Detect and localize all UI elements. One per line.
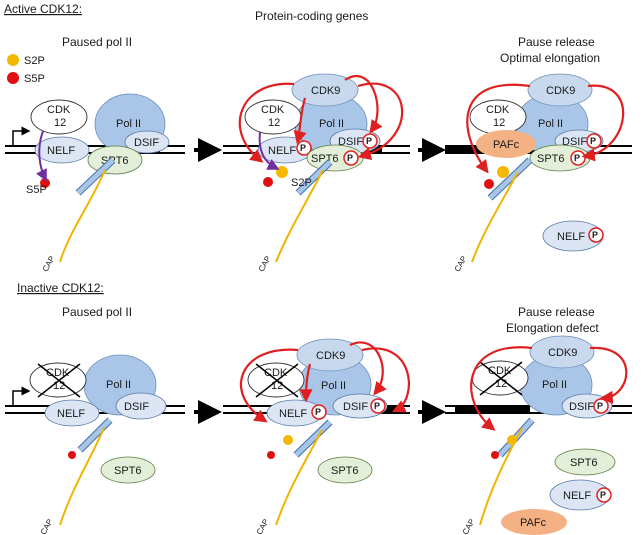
- cdk9-label: CDK9: [546, 85, 575, 97]
- pol2-label: Pol II: [321, 380, 346, 392]
- inactive-cdk12-header: Inactive CDK12:: [17, 281, 104, 295]
- p-badge: P: [366, 136, 372, 146]
- pol2-label: Pol II: [116, 118, 141, 130]
- s2p-mark-label: S2P: [291, 177, 312, 189]
- s2p-legend-dot: [7, 54, 19, 66]
- panel-active-cdk9: Pol II CDK9 CDK 12 DSIF P NELF P SPT6 P …: [223, 73, 410, 273]
- p-badge: P: [300, 143, 306, 153]
- s2p-legend-label: S2P: [24, 55, 45, 67]
- cap-label: CAP: [41, 254, 57, 273]
- cdk12-label-b: 12: [268, 117, 280, 129]
- p-badge: P: [347, 153, 353, 163]
- spt6-label: SPT6: [114, 465, 142, 477]
- spt6-label: SPT6: [331, 465, 359, 477]
- active-release-title: Pause release: [518, 35, 595, 49]
- cap-label: CAP: [255, 517, 271, 535]
- inactive-defect-title: Elongation defect: [506, 321, 599, 335]
- s5p-dot: [263, 177, 273, 187]
- s5p-dot: [68, 451, 76, 459]
- p-badge: P: [597, 401, 603, 411]
- cap-label: CAP: [453, 254, 469, 273]
- cap-label: CAP: [257, 254, 273, 273]
- dsif-label: DSIF: [134, 137, 159, 149]
- cdk12-label-b: 12: [54, 117, 66, 129]
- nelf-label: NELF: [279, 408, 307, 420]
- cap-label: CAP: [39, 517, 55, 535]
- spt6-label: SPT6: [537, 153, 565, 165]
- s5p-dot: [267, 451, 275, 459]
- panel-inactive-defect: Pol II CDK9 CDK 12 DSIF P CAP SPT6 NELF …: [445, 335, 632, 535]
- pafc-label: PAFc: [493, 139, 520, 151]
- s2p-dot: [507, 435, 517, 445]
- spt6-label: SPT6: [311, 153, 339, 165]
- nelf-label: NELF: [563, 490, 591, 502]
- s5p-mark-label: S5P: [26, 184, 47, 196]
- pol2-label: Pol II: [542, 379, 567, 391]
- cdk12-label-b: 12: [493, 117, 505, 129]
- s2p-dot: [497, 166, 509, 178]
- p-badge: P: [592, 230, 598, 240]
- s2p-dot: [283, 435, 293, 445]
- nelf-label: NELF: [557, 231, 585, 243]
- nelf-label: NELF: [268, 145, 296, 157]
- cdk12-label-a: CDK: [47, 104, 71, 116]
- protein-coding-genes-title: Protein-coding genes: [255, 9, 368, 23]
- s5p-legend-dot: [7, 72, 19, 84]
- panel-active-elongation: Pol II CDK9 CDK 12 DSIF P PAFc SPT6 P CA…: [445, 73, 632, 273]
- panel-inactive-paused: Pol II CDK 12 DSIF NELF CAP SPT6: [5, 354, 185, 535]
- p-badge: P: [590, 136, 596, 146]
- active-paused-title: Paused pol II: [62, 35, 132, 49]
- tss-arrow-icon: [12, 126, 31, 146]
- cdk12-label-a: CDK: [261, 104, 285, 116]
- p-badge: P: [600, 490, 606, 500]
- dsif-label: DSIF: [343, 401, 368, 413]
- dsif-label: DSIF: [562, 136, 587, 148]
- dsif-label: DSIF: [569, 401, 594, 413]
- pol2-label: Pol II: [538, 118, 563, 130]
- cdk12-label-b: 12: [495, 378, 507, 390]
- cdk9-label: CDK9: [316, 350, 345, 362]
- cap-label: CAP: [461, 517, 477, 535]
- pafc-label: PAFc: [520, 517, 547, 529]
- cdk12-label-b: 12: [53, 380, 65, 392]
- nelf-label: NELF: [57, 408, 85, 420]
- s5p-dot: [484, 179, 494, 189]
- panel-active-paused: Pol II CDK 12 DSIF NELF SPT6 CAP S5P: [5, 93, 185, 273]
- pol2-label: Pol II: [319, 118, 344, 130]
- inactive-release-title: Pause release: [518, 305, 595, 319]
- active-cdk12-header: Active CDK12:: [4, 2, 82, 16]
- cdk12-label-b: 12: [271, 380, 283, 392]
- cdk9-label: CDK9: [311, 85, 340, 97]
- p-badge: P: [315, 407, 321, 417]
- cdk12-label-a: CDK: [486, 104, 510, 116]
- panel-inactive-cdk9: Pol II CDK9 CDK 12 DSIF P NELF P CAP SPT…: [223, 338, 410, 535]
- p-badge: P: [574, 153, 580, 163]
- s2p-dot: [276, 166, 288, 178]
- active-elongation-title: Optimal elongation: [500, 51, 600, 65]
- dsif-label: DSIF: [338, 136, 363, 148]
- spt6-label: SPT6: [570, 457, 598, 469]
- cdk9-label: CDK9: [548, 347, 577, 359]
- inactive-paused-title: Paused pol II: [62, 305, 132, 319]
- s5p-dot: [491, 451, 499, 459]
- dsif-label: DSIF: [124, 401, 149, 413]
- pol2-label: Pol II: [106, 379, 131, 391]
- tss-arrow-icon: [12, 386, 31, 406]
- p-badge: P: [374, 401, 380, 411]
- s5p-legend-label: S5P: [24, 73, 45, 85]
- nelf-label: NELF: [47, 145, 75, 157]
